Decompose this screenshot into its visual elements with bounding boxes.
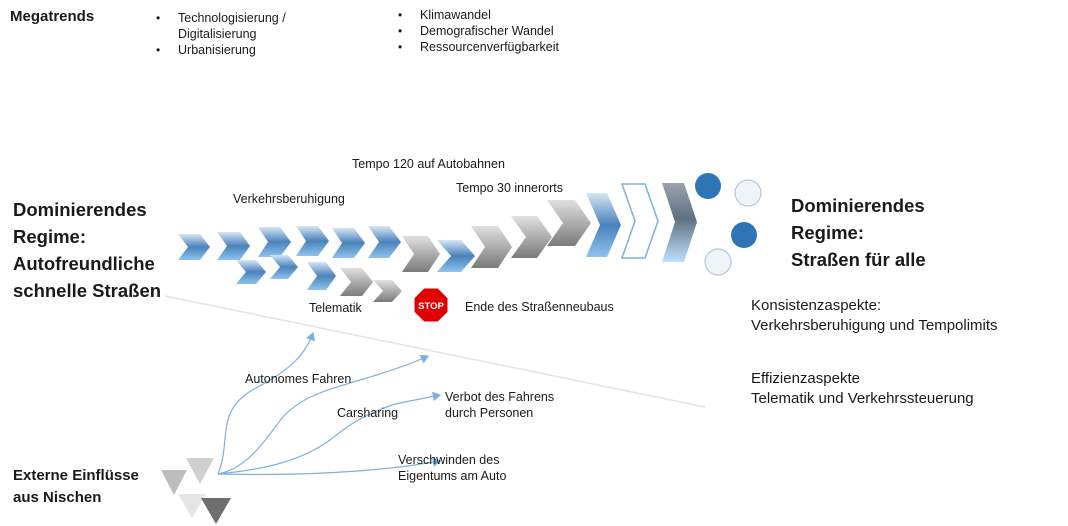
chevron-icon <box>662 183 697 262</box>
arrow-carsharing <box>217 354 430 475</box>
label-line: durch Personen <box>445 406 534 420</box>
megatrend-item: Technologisierung / Digitalisierung <box>152 10 302 42</box>
chevron-icon <box>332 228 365 258</box>
chevron-outline-icon <box>620 183 659 259</box>
regime-right: Dominierendes Regime: Straßen für alle <box>791 192 926 273</box>
label-verkehrsberuhigung: Verkehrsberuhigung <box>233 192 345 206</box>
regime-right-line: Dominierendes <box>791 195 925 216</box>
triangle-icon <box>201 498 231 524</box>
niche-triangles <box>161 458 231 524</box>
circle-icon <box>734 179 762 207</box>
megatrends-title: Megatrends <box>10 8 95 25</box>
regime-left-line: Autofreundliche <box>13 253 155 274</box>
chevron-icon <box>402 236 440 272</box>
label-telematik: Telematik <box>309 301 362 315</box>
megatrend-item: Urbanisierung <box>152 42 302 58</box>
chevron-icon <box>368 226 401 258</box>
chevron-icon <box>296 226 329 256</box>
circle-icon <box>695 173 721 199</box>
niche-arrows <box>217 331 442 476</box>
chevron-icon <box>471 226 512 268</box>
regime-left-line: Regime: <box>13 226 86 247</box>
regime-right-line: Straßen für alle <box>791 249 926 270</box>
externe-einfluesse-title: Externe Einflüsse aus Nischen <box>13 465 139 509</box>
chevron-row-upper <box>178 183 697 272</box>
divider-line <box>164 295 706 408</box>
chevron-icon <box>547 200 591 246</box>
circle-icon <box>731 222 757 248</box>
regime-left: Dominierendes Regime: Autofreundliche sc… <box>13 196 161 304</box>
triangle-icon <box>186 458 214 484</box>
effizienz-title: Effizienzaspekte <box>751 370 860 387</box>
regime-left-line: schnelle Straßen <box>13 280 162 301</box>
stop-sign-text: STOP <box>418 301 444 312</box>
konsistenz-title: Konsistenzaspekte: <box>751 297 882 314</box>
chevron-row-lower <box>236 255 402 302</box>
label-line: Eigentums am Auto <box>398 469 507 483</box>
regime-right-line: Regime: <box>791 222 864 243</box>
megatrends-list-2: Klimawandel Demografischer Wandel Ressou… <box>394 7 624 55</box>
konsistenz-aspekte: Konsistenzaspekte: Verkehrsberuhigung un… <box>751 296 998 336</box>
megatrend-item: Demografischer Wandel <box>394 23 624 39</box>
label-line: Verschwinden des <box>398 453 500 467</box>
label-ende-strassenneubau: Ende des Straßenneubaus <box>465 300 614 314</box>
triangle-icon <box>178 494 206 518</box>
megatrend-item: Ressourcenverfügbarkeit <box>394 39 624 55</box>
effizienz-aspekte: Effizienzaspekte Telematik und Verkehrss… <box>751 369 974 409</box>
chevron-icon <box>373 280 402 302</box>
konsistenz-text: Verkehrsberuhigung und Tempolimits <box>751 317 998 334</box>
arrow-eigentum <box>217 457 442 476</box>
label-carsharing: Carsharing <box>337 406 399 420</box>
effizienz-text: Telematik und Verkehrssteuerung <box>751 390 974 407</box>
externe-einfluesse-line: Externe Einflüsse <box>13 467 139 484</box>
label-verschwinden-eigentum: Verschwinden des Eigentums am Auto <box>398 452 506 484</box>
megatrend-item: Klimawandel <box>394 7 624 23</box>
chevron-icon <box>258 227 291 257</box>
chevron-icon <box>437 240 475 272</box>
chevron-icon <box>340 268 373 296</box>
circle-icon <box>704 248 732 276</box>
label-verbot-des-fahrens: Verbot des Fahrens durch Personen <box>445 389 554 421</box>
label-tempo-120: Tempo 120 auf Autobahnen <box>352 157 505 171</box>
stop-sign-icon: STOP <box>413 287 449 323</box>
arrow-autonomes-fahren <box>217 331 316 475</box>
triangle-icon <box>161 470 187 495</box>
megatrends-list-1: Technologisierung / Digitalisierung Urba… <box>152 10 302 58</box>
chevron-icon <box>178 234 210 260</box>
externe-einfluesse-line: aus Nischen <box>13 489 102 506</box>
regime-left-line: Dominierendes <box>13 199 147 220</box>
chevron-icon <box>586 193 621 257</box>
label-autonomes-fahren: Autonomes Fahren <box>245 372 352 386</box>
chevron-icon <box>270 255 298 279</box>
label-line: Verbot des Fahrens <box>445 390 555 404</box>
chevron-icon <box>217 232 250 260</box>
arrow-verbot <box>217 391 442 475</box>
chevron-icon <box>511 216 552 258</box>
label-tempo-30: Tempo 30 innerorts <box>456 181 564 195</box>
chevron-icon <box>307 262 336 290</box>
chevron-icon <box>236 260 266 284</box>
